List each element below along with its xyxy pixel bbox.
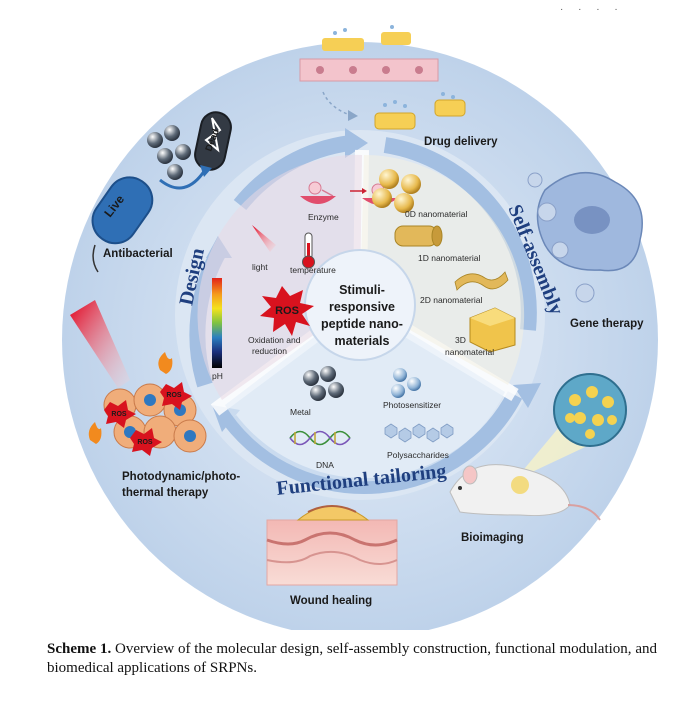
polysaccharides-label: Polysaccharides: [387, 450, 449, 460]
top-marks: · · · ·: [560, 4, 624, 15]
drug-delivery-illustration: [299, 25, 466, 130]
photodynamic-label-line-2: thermal therapy: [122, 487, 209, 499]
enzyme-label: Enzyme: [308, 212, 339, 222]
dna-label: DNA: [316, 460, 334, 470]
light-label: light: [252, 262, 268, 272]
figure-caption: Scheme 1. Overview of the molecular desi…: [47, 640, 657, 678]
oxidation-label-line-2: reduction: [252, 346, 287, 356]
metal-nanoparticles-icon: [303, 366, 344, 401]
photodynamic-label-line-1: Photodynamic/photo-: [122, 471, 240, 483]
center-line-1: Stimuli-: [339, 283, 385, 297]
wound-healing-illustration: [266, 505, 398, 586]
photodynamic-illustration: [70, 300, 207, 456]
bioimaging-illustration: [449, 373, 627, 521]
drug-delivery-label: Drug delivery: [424, 136, 498, 148]
light-beam-icon: [252, 225, 276, 252]
3d-nanomaterial-label-line-2: nanomaterial: [445, 347, 494, 357]
gene-therapy-label: Gene therapy: [570, 318, 644, 330]
center-line-4: materials: [335, 334, 390, 348]
center-line-3: peptide nano-: [321, 317, 403, 331]
srpn-overview-diagram: Stimuli- responsive peptide nano- materi…: [62, 25, 658, 630]
caption-label: Scheme 1.: [47, 641, 112, 657]
2d-nanomaterial-icon: [454, 271, 509, 291]
ros-burst-label-1: ROS: [111, 411, 127, 418]
0d-nanomaterial-icon: [372, 169, 421, 213]
1d-nanomaterial-label: 1D nanomaterial: [418, 253, 480, 263]
ros-burst-icon: [260, 286, 314, 336]
ros-burst-label-2: ROS: [166, 392, 182, 399]
3d-nanomaterial-label-line-1: 3D: [455, 335, 466, 345]
center-line-2: responsive: [329, 300, 395, 314]
3d-nanomaterial-icon: [469, 307, 516, 353]
gene-therapy-illustration: [527, 171, 643, 303]
photosensitizer-label: Photosensitizer: [383, 400, 441, 410]
antibacterial-label: Antibacterial: [103, 248, 173, 260]
temperature-label: temperature: [290, 265, 336, 275]
design-sector: [197, 154, 362, 400]
2d-nanomaterial-label: 2D nanomaterial: [420, 295, 482, 305]
caption-text: Overview of the molecular design, self-a…: [47, 641, 658, 676]
1d-nanomaterial-icon: [394, 225, 443, 247]
bioimaging-label: Bioimaging: [461, 532, 524, 544]
antibacterial-illustration: [91, 111, 232, 273]
ph-label: pH: [212, 371, 223, 381]
ros-label: ROS: [275, 305, 299, 317]
thermometer-icon: [302, 232, 315, 269]
oxidation-label-line-1: Oxidation and: [248, 335, 301, 345]
ros-burst-label-3: ROS: [137, 439, 153, 446]
polysaccharides-icon: [384, 423, 454, 443]
0d-nanomaterial-label: 0D nanomaterial: [405, 209, 467, 219]
photosensitizer-icon: [391, 368, 421, 398]
cycle-arrows: [189, 135, 537, 494]
dna-helix-icon: [289, 430, 351, 446]
metal-label: Metal: [290, 407, 311, 417]
ph-scale-icon: [212, 278, 222, 368]
wound-healing-label: Wound healing: [290, 595, 372, 607]
